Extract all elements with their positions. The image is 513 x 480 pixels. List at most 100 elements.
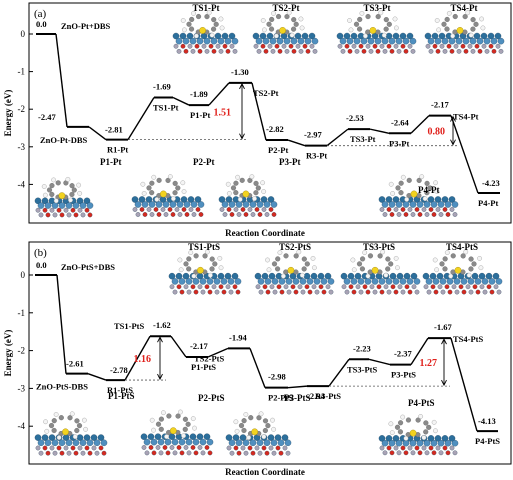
substrate-atom xyxy=(197,201,205,208)
state-label: P3-PtS xyxy=(391,370,416,380)
substrate-atom xyxy=(378,196,386,203)
substrate-atom xyxy=(456,48,462,54)
substrate-atom xyxy=(164,438,172,446)
connector-line xyxy=(88,126,107,141)
carbon-atom xyxy=(385,266,391,272)
energy-value-label: -2.98 xyxy=(268,372,286,382)
carbon-atom xyxy=(441,21,447,27)
substrate-atom xyxy=(302,43,308,49)
hydrogen-atom xyxy=(249,174,255,180)
substrate-atom xyxy=(361,48,367,54)
substrate-atom xyxy=(193,450,199,456)
barrier-value-label: 1.51 xyxy=(214,107,232,118)
substrate-atom xyxy=(94,450,100,456)
state-label: TS2-PtS xyxy=(194,353,225,363)
substrate-atom xyxy=(263,48,269,54)
carbon-atom xyxy=(268,26,275,32)
hydrogen-atom xyxy=(218,265,224,271)
substrate-atom xyxy=(181,207,187,212)
substrate-atom xyxy=(437,439,445,447)
substrate-atom xyxy=(84,445,90,451)
substrate-atom xyxy=(262,284,268,290)
carbon-atom xyxy=(357,26,363,32)
carbon-atom xyxy=(74,427,80,434)
substrate-atom xyxy=(87,212,93,218)
carbon-atom xyxy=(471,261,477,267)
substrate-atom xyxy=(41,197,49,205)
substrate-atom xyxy=(169,284,175,290)
substrate-atom xyxy=(261,272,269,280)
substrate-atom xyxy=(481,278,489,285)
substrate-atom xyxy=(63,445,69,451)
energy-value-label: -2.23 xyxy=(353,343,371,353)
substrate-atom xyxy=(336,32,344,40)
carbon-atom xyxy=(271,261,278,267)
substrate-atom xyxy=(396,272,404,280)
substrate-atom xyxy=(362,284,368,290)
substrate-atom xyxy=(256,201,264,208)
substrate-atom xyxy=(386,207,392,212)
substrate-atom xyxy=(350,32,358,40)
substrate-atom xyxy=(487,32,495,40)
substrate-atom xyxy=(215,43,221,49)
substrate-atom xyxy=(175,272,183,280)
substrate-atom xyxy=(407,43,413,49)
sulfur-atom xyxy=(369,27,377,34)
substrate-atom xyxy=(379,445,385,451)
substrate-atom xyxy=(372,43,378,49)
substrate-atom xyxy=(267,43,273,49)
carbon-atom xyxy=(182,416,188,422)
carbon-atom xyxy=(442,256,448,262)
substrate-atom xyxy=(340,48,346,54)
carbon-atom xyxy=(175,185,181,191)
substrate-atom xyxy=(73,212,79,218)
carbon-atom xyxy=(424,190,430,196)
barrier-arrowhead-up xyxy=(450,115,456,122)
substrate-atom xyxy=(267,434,275,441)
substrate-atom xyxy=(271,212,277,217)
hydrogen-atom xyxy=(209,32,215,38)
substrate-atom xyxy=(475,289,481,295)
bottom-structure-0 xyxy=(34,176,94,218)
substrate-atom xyxy=(269,37,277,45)
energy-value-label: -2.81 xyxy=(105,125,123,135)
substrate-atom xyxy=(217,37,225,45)
substrate-atom xyxy=(421,207,427,212)
substrate-atom xyxy=(439,43,445,49)
substrate-atom xyxy=(360,37,368,45)
substrate-atom xyxy=(448,196,456,203)
y-axis-b: 0-1-2-3-4 xyxy=(18,270,33,431)
substrate-atom xyxy=(320,278,328,285)
substrate-atom xyxy=(183,284,189,290)
x-axis-label-b: Reaction Coordinate xyxy=(225,467,305,477)
carbon-atom xyxy=(188,26,195,32)
carbon-atom xyxy=(239,177,245,183)
substrate-atom xyxy=(249,201,257,208)
hydrogen-atom xyxy=(400,174,406,180)
hydrogen-atom xyxy=(233,419,239,425)
energy-value-label: -2.78 xyxy=(110,365,128,375)
substrate-atom xyxy=(347,272,355,280)
carbon-atom xyxy=(424,180,430,186)
substrate-atom xyxy=(271,278,279,285)
substrate-atom xyxy=(285,450,291,456)
hydrogen-atom xyxy=(434,189,440,194)
carbon-atom xyxy=(262,427,268,434)
hydrogen-atom xyxy=(378,10,384,16)
hydrogen-atom xyxy=(388,181,394,187)
carbon-atom xyxy=(460,253,466,259)
hydrogen-atom xyxy=(404,197,410,202)
substrate-atom xyxy=(146,207,152,212)
substrate-atom xyxy=(383,284,389,290)
substrate-atom xyxy=(465,284,471,290)
barrier-arrowhead-down xyxy=(450,139,456,146)
sulfur-atom xyxy=(58,192,66,200)
substrate-atom xyxy=(199,278,207,285)
hydrogen-atom xyxy=(262,27,267,33)
substrate-atom xyxy=(257,278,265,285)
substrate-atom xyxy=(310,272,318,280)
substrate-atom xyxy=(376,284,382,290)
structure-label-top: TS3-Pt xyxy=(364,3,391,13)
substrate-atom xyxy=(155,201,163,208)
